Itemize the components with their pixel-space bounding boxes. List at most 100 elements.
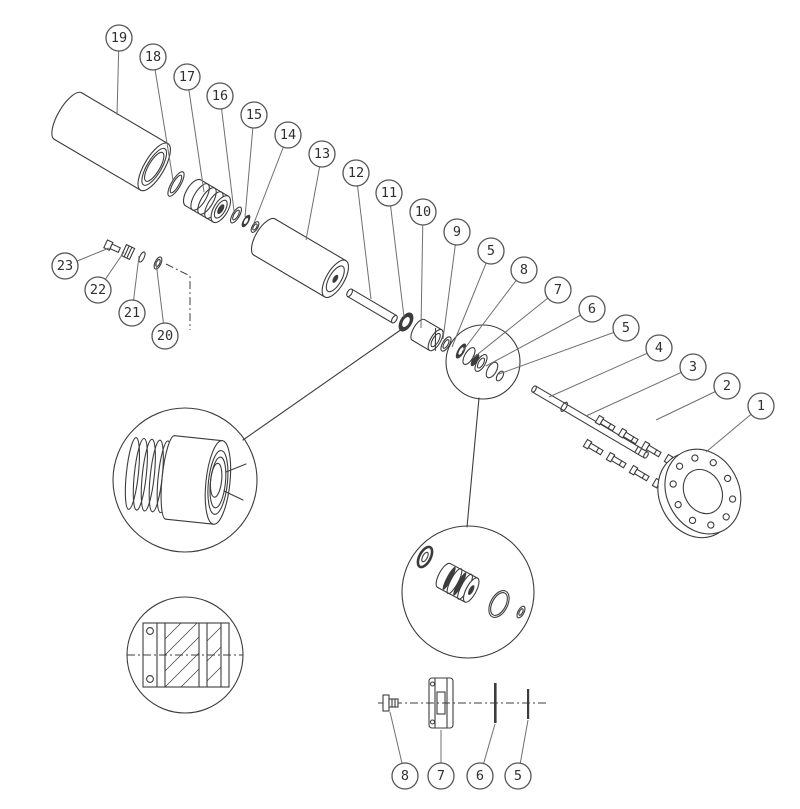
balloon-label-5-27: 5 <box>514 768 522 784</box>
balloon-label-6-26: 6 <box>476 768 484 784</box>
part-22-nut <box>120 243 136 261</box>
balloon-12-7 <box>342 159 370 187</box>
balloon-label-7-13: 7 <box>554 282 562 298</box>
leader-line-7-13 <box>472 289 559 359</box>
part-16-washer <box>229 206 243 224</box>
part-6-pin <box>494 683 497 723</box>
balloon-10-9 <box>409 198 437 226</box>
balloon-7-25 <box>427 762 455 790</box>
balloon-16-3 <box>206 82 234 110</box>
balloon-label-20-23: 20 <box>157 328 173 344</box>
leader-line-3-17 <box>585 366 694 417</box>
balloon-8-12 <box>510 256 538 284</box>
o-ring-large <box>488 590 510 618</box>
balloon-15-4 <box>240 101 268 129</box>
balloon-label-6-14: 6 <box>588 301 596 317</box>
balloon-label-2-18: 2 <box>723 378 731 394</box>
part-17-gland <box>182 178 232 224</box>
balloon-19-0 <box>105 24 133 52</box>
balloon-label-9-10: 9 <box>453 224 461 240</box>
seal-group-detail-circle <box>445 324 521 400</box>
part-9-washer <box>440 336 452 352</box>
balloon-6-26 <box>466 762 494 790</box>
leader-line-4-16 <box>548 347 660 398</box>
fitting-assembly <box>103 239 191 330</box>
balloon-5-27 <box>504 762 532 790</box>
balloon-5-15 <box>612 314 640 342</box>
leader-line-18-1 <box>152 56 174 181</box>
part-14-washer <box>250 221 260 233</box>
balloon-label-8-24: 8 <box>401 768 409 784</box>
balloon-14-5 <box>274 121 302 149</box>
leader-line-8-12 <box>461 269 525 353</box>
balloon-6-14 <box>578 295 606 323</box>
balloon-4-16 <box>645 334 673 362</box>
seal-ring-small <box>416 545 434 569</box>
leader-line-16-3 <box>219 95 235 212</box>
port-centerline <box>165 263 191 330</box>
balloon-label-22-21: 22 <box>90 282 106 298</box>
leader-line-9-10 <box>442 231 458 340</box>
part-1-flange <box>657 448 742 539</box>
balloon-18-1 <box>139 43 167 71</box>
balloon-label-19-0: 19 <box>111 30 127 46</box>
detail-cross-section-view <box>126 596 244 714</box>
part-3-tie-rod <box>531 385 649 459</box>
balloon-label-16-3: 16 <box>212 88 228 104</box>
balloon-label-8-12: 8 <box>520 262 528 278</box>
part-8-screw <box>382 694 399 712</box>
balloon-3-17 <box>679 353 707 381</box>
part-7-bracket <box>428 677 454 729</box>
part-19-cylinder-tube <box>51 91 171 192</box>
balloon-label-18-1: 18 <box>145 49 161 65</box>
part-12-rod <box>346 288 398 324</box>
main-assembly <box>51 91 742 539</box>
balloon-label-11-8: 11 <box>381 185 397 201</box>
balloon-label-3-17: 3 <box>689 359 697 375</box>
balloon-17-2 <box>173 63 201 91</box>
balloon-13-6 <box>308 140 336 168</box>
balloon-label-23-20: 23 <box>57 258 73 274</box>
balloon-label-5-11: 5 <box>487 243 495 259</box>
balloon-label-14-5: 14 <box>280 127 296 143</box>
o-ring-small <box>516 605 526 619</box>
detail-piston-seals-view <box>401 525 535 659</box>
balloon-8-24 <box>391 762 419 790</box>
balloon-label-15-4: 15 <box>246 107 262 123</box>
balloon-label-7-25: 7 <box>437 768 445 784</box>
leader-line-15-4 <box>244 114 255 218</box>
balloon-1-19 <box>747 392 775 420</box>
leader-line-10-9 <box>420 211 424 329</box>
detail-link-seals <box>466 397 480 528</box>
leader-line-12-7 <box>355 172 372 300</box>
part-18-ring <box>167 171 185 197</box>
balloon-7-13 <box>544 276 572 304</box>
balloon-5-11 <box>477 237 505 265</box>
part-15-seal <box>241 214 251 228</box>
part-13-cylinder <box>250 217 350 299</box>
balloon-23-20 <box>51 252 79 280</box>
balloon-22-21 <box>84 276 112 304</box>
balloon-label-13-6: 13 <box>314 146 330 162</box>
part-10-piston-cup <box>410 318 444 352</box>
balloon-label-12-7: 12 <box>348 165 364 181</box>
balloon-9-10 <box>443 218 471 246</box>
part-23-screw <box>103 239 122 254</box>
seal-stack <box>455 343 505 382</box>
detail-gland-view <box>112 407 258 553</box>
part-5-pin <box>527 689 530 719</box>
rod-eye-assembly <box>378 677 548 729</box>
balloon-label-1-19: 1 <box>757 398 765 414</box>
part-11-lock-ring <box>398 312 414 332</box>
leader-line-14-5 <box>253 134 289 224</box>
leader-line-17-2 <box>186 76 205 193</box>
balloon-11-8 <box>375 179 403 207</box>
balloon-2-18 <box>713 372 741 400</box>
part-21-washer <box>138 251 146 263</box>
piston-seal-stack <box>435 562 480 603</box>
balloon-label-4-16: 4 <box>655 340 663 356</box>
balloon-label-17-2: 17 <box>179 69 195 85</box>
part-20-seal-ring <box>153 256 163 270</box>
